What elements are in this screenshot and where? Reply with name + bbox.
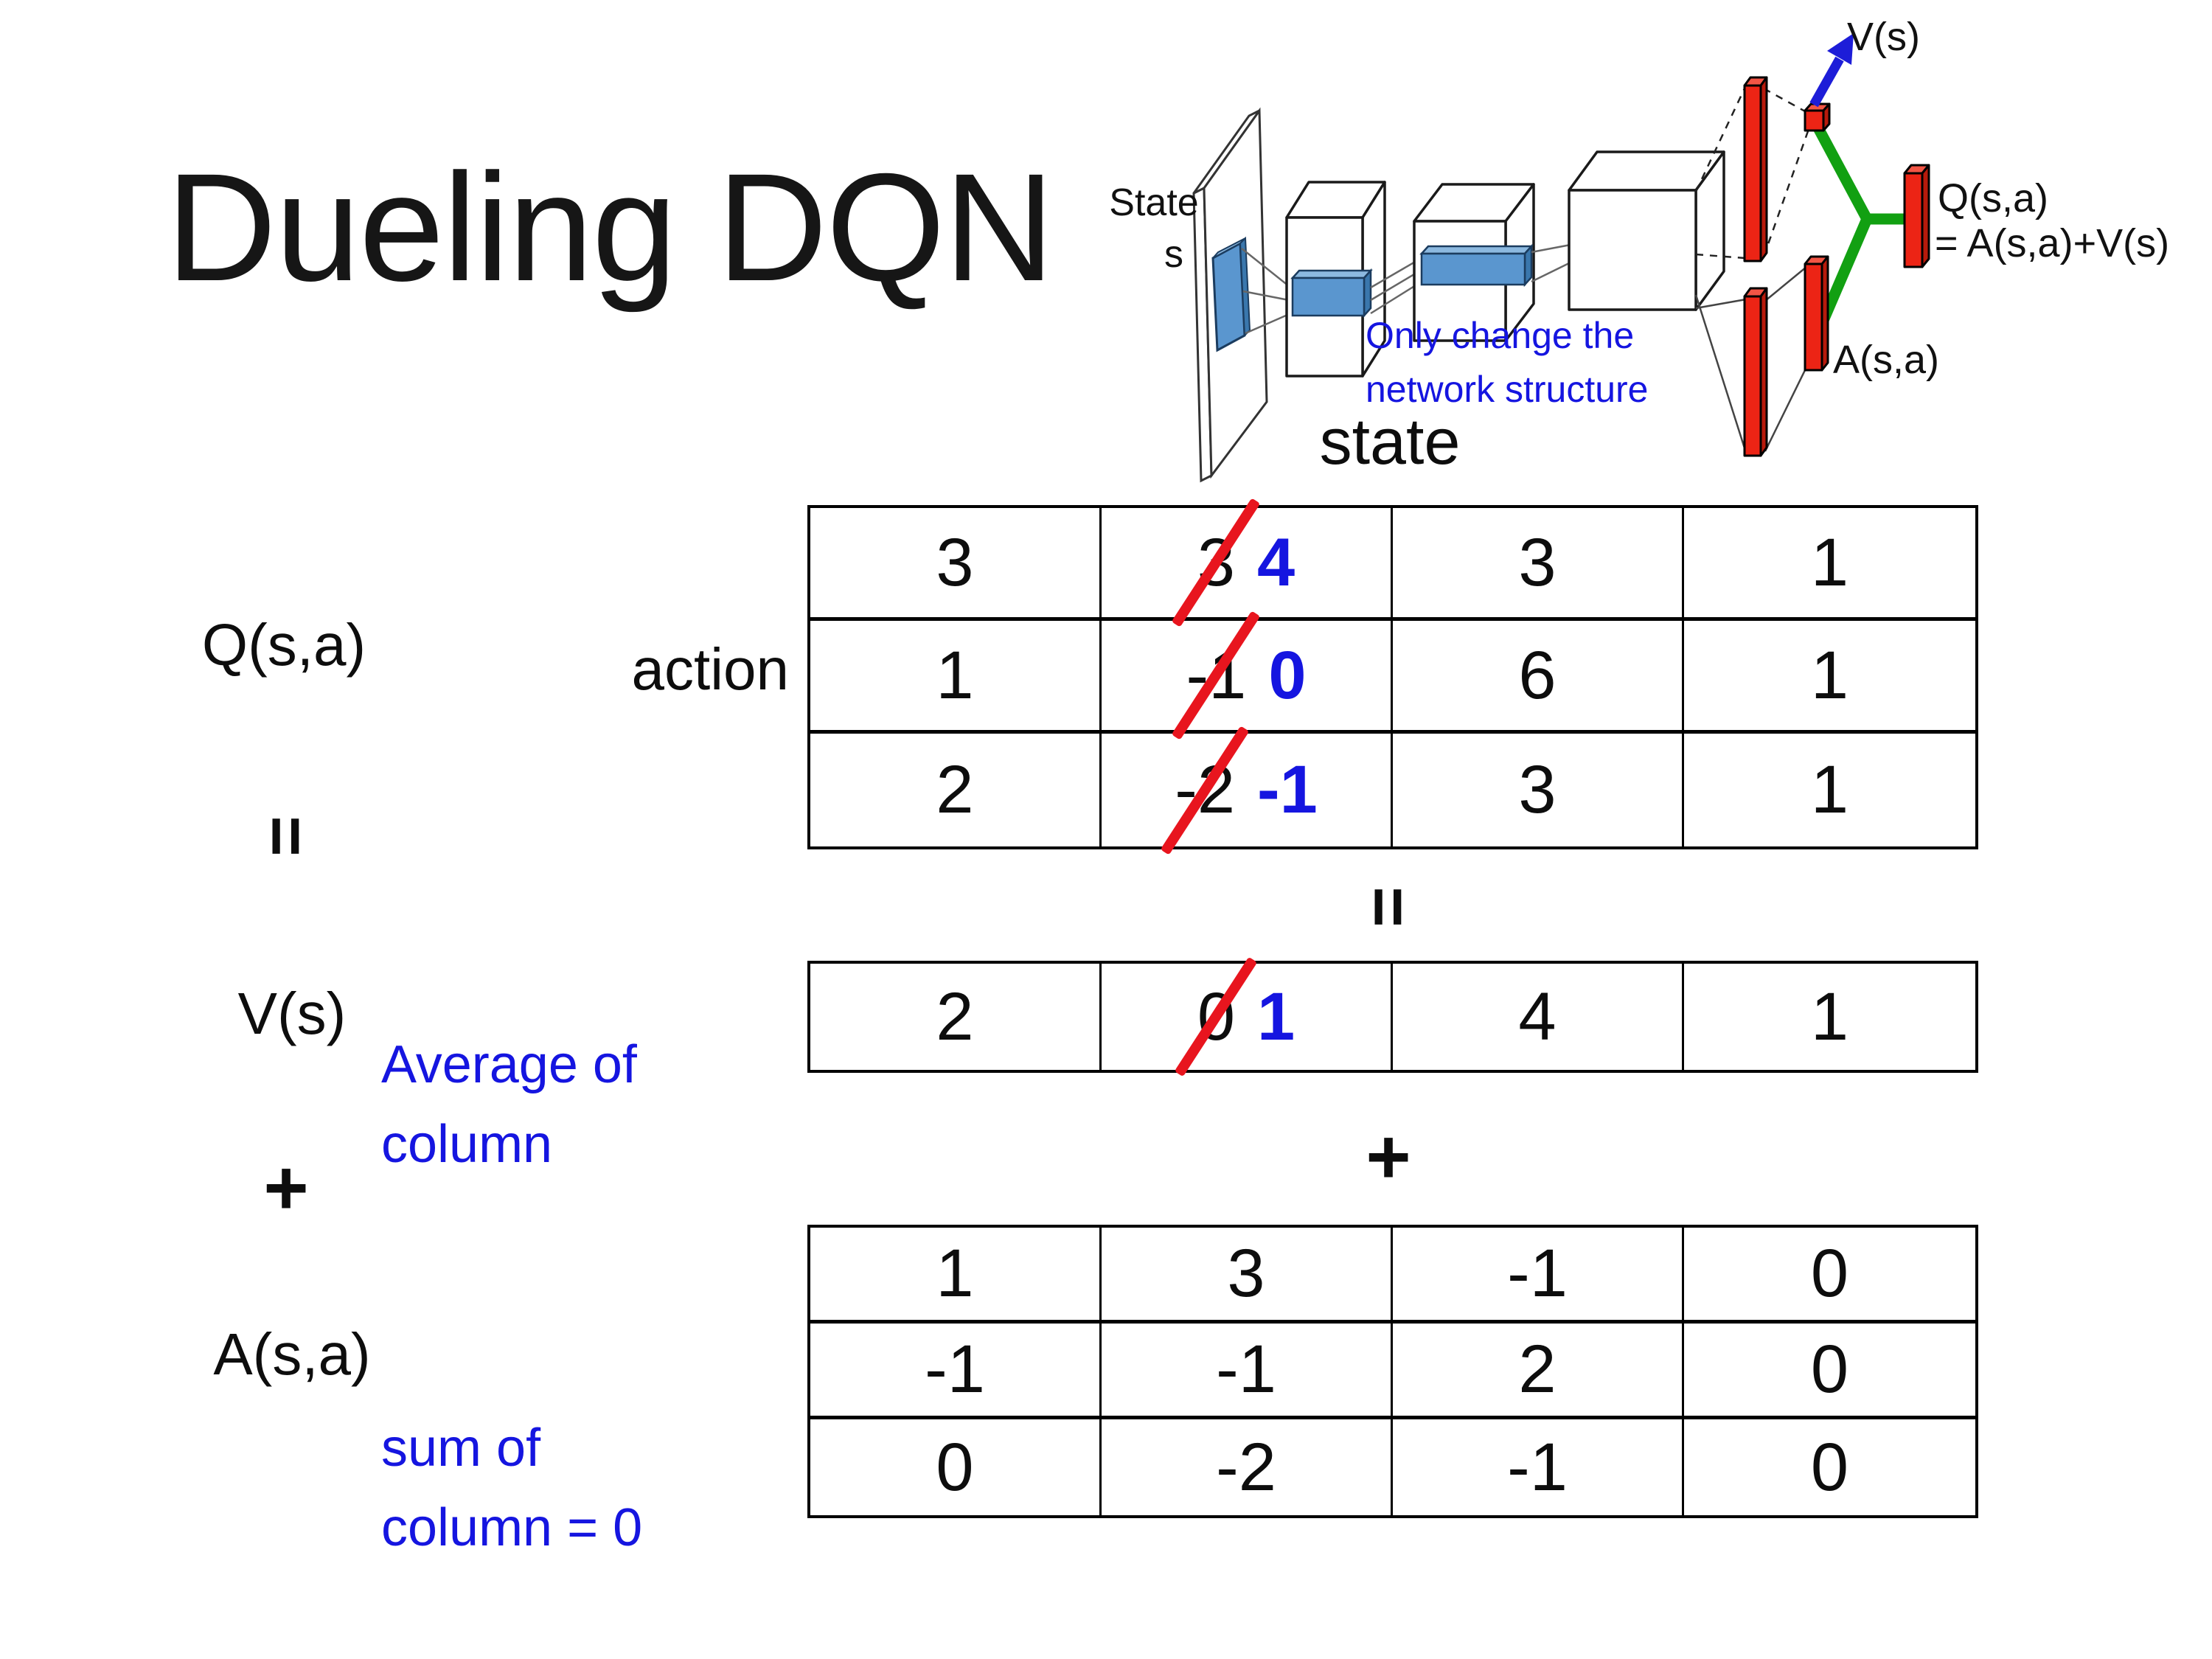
new-value: 0 xyxy=(1268,637,1307,713)
table-cell: -1 xyxy=(1393,1419,1684,1515)
table-cell: 1 xyxy=(1684,508,1975,621)
strikethrough-line xyxy=(1172,611,1261,740)
new-value: -1 xyxy=(1257,752,1318,827)
a-note-line2: column = 0 xyxy=(381,1498,643,1557)
strikethrough-line xyxy=(1172,498,1261,627)
table-cell: 0 xyxy=(1684,1324,1975,1419)
diagram-note-line1: Only change the xyxy=(1366,315,1634,356)
q-output-label: Q(s,a) xyxy=(1938,176,2048,220)
table-cell: 0 xyxy=(810,1419,1102,1515)
table-cell: 3 xyxy=(1393,734,1684,846)
equals-sign-left: = xyxy=(247,815,326,857)
a-note: sum of column = 0 xyxy=(381,1408,642,1568)
v-output-label: V(s) xyxy=(1847,15,1920,59)
table-cell: 1 xyxy=(810,1228,1102,1324)
advantage-bar xyxy=(1804,255,1829,372)
q-output-bar xyxy=(1903,164,1930,268)
network-diagram: State s Only change the network structur… xyxy=(1109,15,2169,483)
conv-cone-3 xyxy=(1531,243,1571,283)
feature-bar-1 xyxy=(1290,268,1373,319)
advantage-table: 1 3 -1 0 -1 -1 2 0 0 -2 -1 0 xyxy=(807,1225,1978,1518)
conv-box-3 xyxy=(1568,150,1725,311)
table-cell: 3 xyxy=(1102,1228,1393,1324)
plus-sign-left: + xyxy=(263,1145,309,1231)
diagram-note-line2: network structure xyxy=(1366,369,1648,410)
feature-bar-2 xyxy=(1419,243,1534,288)
value-node xyxy=(1804,102,1831,132)
plus-sign-center: + xyxy=(1366,1114,1411,1200)
table-cell: 0 xyxy=(1810,1429,1849,1505)
a-matrix-label: A(s,a) xyxy=(213,1321,371,1387)
table-cell: 3 xyxy=(810,508,1102,621)
v-note-line2: column xyxy=(381,1115,553,1174)
conv-filter-icon xyxy=(1211,236,1251,352)
v-matrix-label: V(s) xyxy=(237,981,347,1046)
table-cell: 1 xyxy=(1810,752,1849,827)
table-cell: -1 xyxy=(1393,1228,1684,1324)
action-axis-label: action xyxy=(631,636,789,702)
table-cell: 1 xyxy=(1810,978,1849,1054)
q-value-table: 3 3 4 3 1 1 -1 0 6 1 2 -2 -1 3 1 xyxy=(807,498,1978,855)
advantage-stream-links xyxy=(1694,266,1808,453)
table-cell: 2 xyxy=(810,734,1102,846)
page-title: Dueling DQN xyxy=(166,142,1054,313)
a-note-line1: sum of xyxy=(381,1419,541,1478)
state-input-label-line1: State xyxy=(1109,181,1198,224)
table-cell: 1 xyxy=(1684,621,1975,734)
equals-sign-center: = xyxy=(1349,886,1428,928)
table-cell-corrected: -1 0 xyxy=(1102,611,1393,740)
state-axis-label: state xyxy=(1319,405,1461,478)
table-cell: -1 xyxy=(1102,1324,1393,1419)
q-output-formula: = A(s,a)+V(s) xyxy=(1935,221,2169,265)
table-cell: 4 xyxy=(1393,964,1684,1070)
strikethrough-line xyxy=(1175,956,1258,1077)
table-cell: 0 xyxy=(1684,1228,1975,1324)
table-cell-corrected: 0 1 xyxy=(1102,956,1393,1077)
new-value: 4 xyxy=(1257,524,1295,600)
table-cell: 2 xyxy=(1393,1324,1684,1419)
v-value-table: 2 0 1 4 1 xyxy=(807,956,1978,1077)
fc-bar-top xyxy=(1743,76,1768,262)
new-value: 1 xyxy=(1257,978,1295,1054)
table-cell: 6 xyxy=(1393,621,1684,734)
v-note: Average of column xyxy=(381,1025,637,1184)
a-output-label: A(s,a) xyxy=(1833,338,1939,382)
table-cell: 1 xyxy=(810,621,1102,734)
value-stream-links xyxy=(1694,87,1809,260)
table-cell: 2 xyxy=(810,964,1102,1070)
v-note-line1: Average of xyxy=(381,1035,637,1094)
conv-cone-1 xyxy=(1241,248,1293,335)
value-arrow xyxy=(1809,33,1854,108)
combiner-green-y xyxy=(1810,122,1910,341)
state-input-label-line2: s xyxy=(1164,233,1183,276)
table-cell-corrected: 3 4 xyxy=(1102,498,1393,627)
strikethrough-line xyxy=(1160,725,1250,855)
table-cell-corrected: -2 -1 xyxy=(1102,725,1393,855)
table-cell: -2 xyxy=(1102,1419,1393,1515)
q-matrix-label: Q(s,a) xyxy=(201,612,366,678)
fc-bar-bottom xyxy=(1743,287,1768,457)
table-cell: -1 xyxy=(810,1324,1102,1419)
table-cell: 3 xyxy=(1393,508,1684,621)
